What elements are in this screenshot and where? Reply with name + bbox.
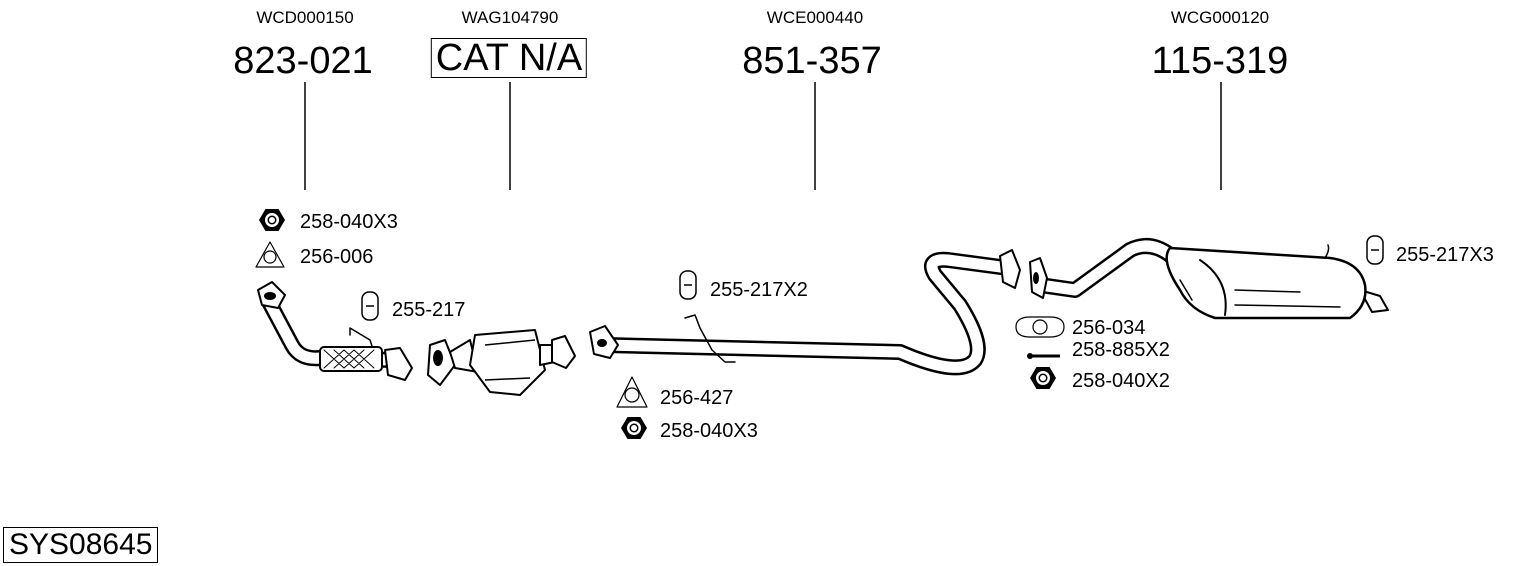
catalyst-drawing — [427, 329, 576, 396]
rear-silencer-drawing — [1029, 238, 1389, 320]
nut-icon — [1030, 367, 1056, 389]
triangle-gasket-icon — [255, 241, 285, 268]
nut-icon — [621, 417, 647, 439]
part-number-front-pipe[interactable]: 823-021 — [233, 40, 373, 82]
assembly-code: WCE000440 — [766, 8, 864, 27]
fitting-label[interactable]: 255-217X2 — [710, 279, 808, 301]
assembly-code: WCD000150 — [256, 8, 354, 27]
fitting-label[interactable]: 255-217 — [392, 299, 466, 321]
fitting-label[interactable]: 255-217X3 — [1396, 244, 1494, 266]
nut-icon — [259, 209, 285, 231]
fitting-label[interactable]: 258-040X2 — [1072, 370, 1170, 392]
bolt-icon — [1027, 353, 1060, 359]
triangle-gasket-icon — [616, 376, 648, 408]
fitting-label[interactable]: 258-040X3 — [660, 420, 758, 442]
rubber-hanger-icon — [1366, 235, 1384, 265]
front-pipe-drawing — [257, 281, 413, 381]
part-number-middle-pipe[interactable]: 851-357 — [742, 40, 882, 82]
assembly-code: WCG000120 — [1170, 8, 1270, 27]
part-number-rear-silencer[interactable]: 115-319 — [1151, 40, 1289, 82]
fitting-label[interactable]: 256-427 — [660, 387, 734, 409]
assembly-code: WAG104790 — [461, 8, 559, 27]
part-number-catalyst[interactable]: CAT N/A — [430, 38, 588, 78]
middle-pipe-drawing — [589, 249, 1021, 376]
system-id: SYS08645 — [3, 527, 159, 563]
fitting-label[interactable]: 258-885X2 — [1072, 339, 1170, 361]
rubber-hanger-icon — [361, 291, 379, 321]
fitting-label[interactable]: 256-006 — [300, 246, 374, 268]
fitting-label[interactable]: 256-034 — [1072, 317, 1146, 339]
rubber-hanger-icon — [679, 270, 697, 300]
oval-gasket-icon — [1015, 316, 1065, 338]
fitting-label[interactable]: 258-040X3 — [300, 211, 398, 233]
